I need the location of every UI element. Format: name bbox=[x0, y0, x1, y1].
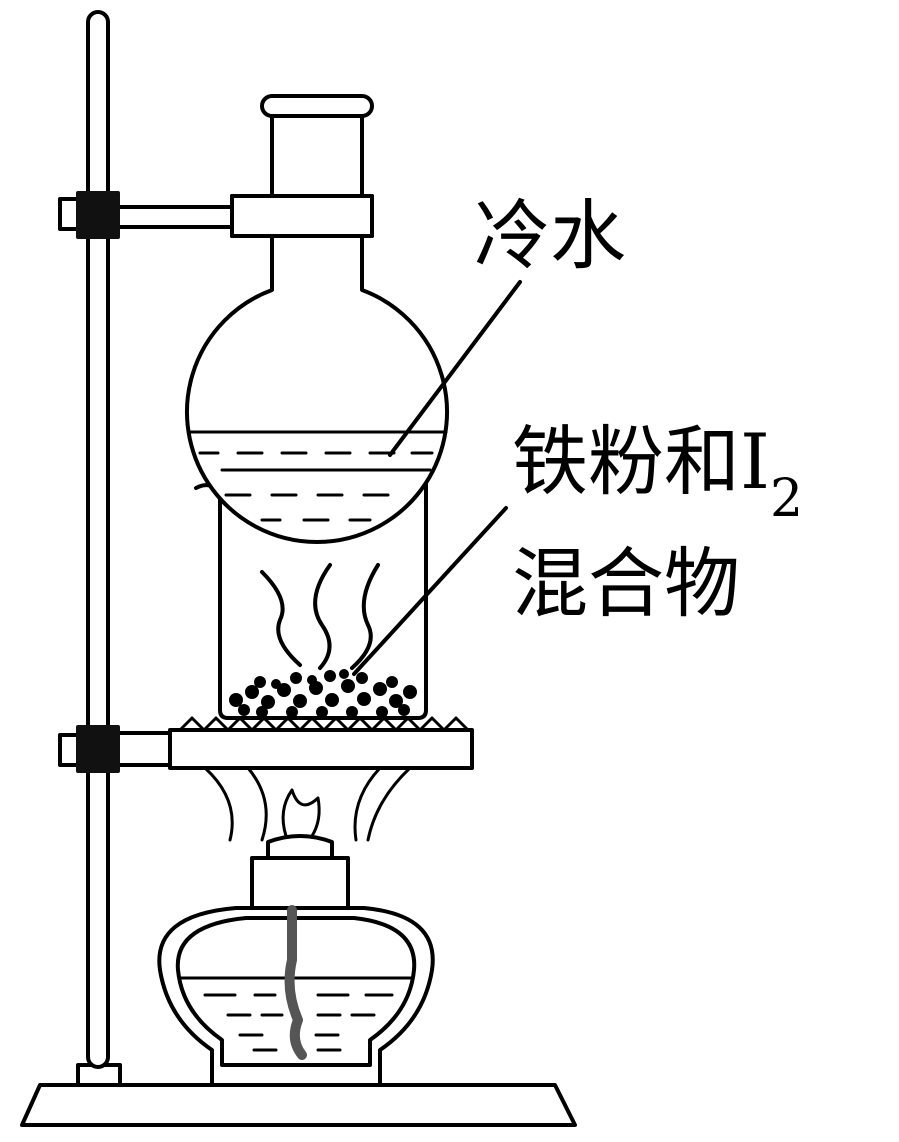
label-cold-water: 冷水 bbox=[474, 191, 626, 280]
leader-line-cold-water bbox=[388, 280, 522, 457]
burner-wick bbox=[284, 905, 307, 1060]
label-mixture-subscript: 2 bbox=[770, 469, 803, 529]
label-mixture-text: 铁粉和I bbox=[512, 417, 770, 506]
stand-rod bbox=[86, 10, 110, 1069]
burner-flame bbox=[203, 766, 412, 842]
wire-gauze bbox=[168, 716, 474, 770]
iron-iodine-mixture bbox=[229, 669, 417, 718]
label-mixture-line2: 混合物 bbox=[512, 539, 740, 628]
water-dashes bbox=[198, 451, 434, 522]
iodine-vapor bbox=[260, 563, 380, 670]
leader-line-mixture bbox=[352, 506, 508, 676]
round-bottom-flask bbox=[185, 94, 449, 544]
alcohol-burner bbox=[157, 834, 435, 1087]
label-mixture-line1: 铁粉和I2 bbox=[512, 417, 803, 529]
